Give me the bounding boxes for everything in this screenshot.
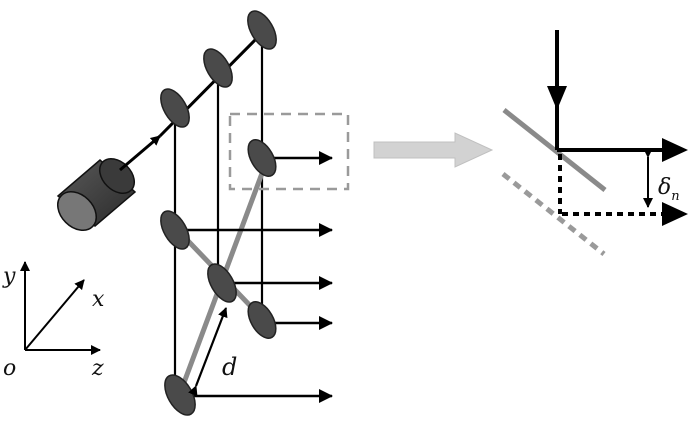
spacing-label: d bbox=[222, 353, 237, 381]
mirror-top-2 bbox=[203, 48, 233, 88]
mirror-top-3 bbox=[247, 10, 277, 50]
mirror-mid-1 bbox=[160, 210, 190, 250]
detail-mirror bbox=[502, 108, 607, 192]
mirror-mid-3 bbox=[247, 301, 277, 339]
detail-mirror-displaced bbox=[501, 172, 606, 256]
axis-y-label: y bbox=[2, 264, 16, 289]
axis-z-label: z bbox=[91, 356, 104, 381]
mirror-boxed bbox=[247, 139, 277, 177]
input-beam bbox=[119, 31, 264, 172]
mirror-mid-2 bbox=[207, 263, 237, 303]
laser-source bbox=[56, 157, 137, 231]
axis-x-label: x bbox=[92, 287, 105, 312]
origin-label: o bbox=[3, 356, 16, 381]
zoom-box bbox=[228, 112, 350, 191]
transfer-arrow bbox=[373, 132, 494, 168]
detail-view bbox=[501, 30, 688, 256]
source-aperture bbox=[57, 191, 97, 231]
offset-label: δn bbox=[658, 175, 680, 204]
spacing-arrow bbox=[188, 307, 228, 397]
coordinate-axes bbox=[20, 261, 101, 355]
mirror-top-1 bbox=[160, 88, 190, 128]
